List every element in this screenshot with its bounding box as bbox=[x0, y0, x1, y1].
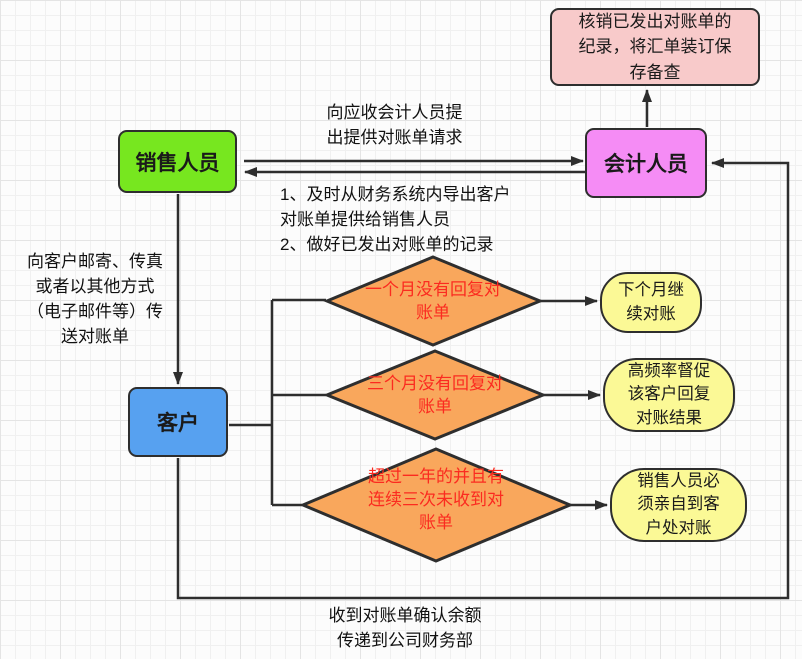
result2-label: 高频率督促 该客户回复 对账结果 bbox=[627, 361, 711, 427]
edge-label-send: 向客户邮寄、传真 或者以其他方式 （电子邮件等）传 送对账单 bbox=[27, 252, 163, 346]
decision1-label: 一个月没有回复对 账单 bbox=[365, 280, 501, 322]
node-accounting-person: 会计人员 bbox=[585, 128, 707, 198]
node-archive-note: 核销已发出对账单的 纪录，将汇单装订保 存备查 bbox=[550, 8, 760, 86]
decision2-diamond bbox=[323, 349, 547, 441]
result-visit-customer: 销售人员必 须亲自到客 户处对账 bbox=[610, 468, 747, 542]
node-customer: 客户 bbox=[128, 387, 228, 457]
node-customer-label: 客户 bbox=[157, 412, 199, 435]
node-accounting-label: 会计人员 bbox=[604, 153, 688, 176]
decision1-diamond bbox=[323, 255, 544, 347]
edge-label-request: 向应收会计人员提 出提供对账单请求 bbox=[326, 103, 463, 147]
result1-label: 下个月继 续对账 bbox=[618, 281, 684, 323]
node-archive-label: 核销已发出对账单的 纪录，将汇单装订保 存备查 bbox=[578, 11, 732, 82]
edge-label-confirm: 收到对账单确认余额 传递到公司财务部 bbox=[328, 606, 482, 650]
decision2-label: 三个月没有回复对 账单 bbox=[367, 374, 503, 416]
result-next-month: 下个月继 续对账 bbox=[600, 272, 702, 333]
edge-label-provide: 1、及时从财务系统内导出客户 对账单提供给销售人员 2、做好已发出对账单的记录 bbox=[280, 185, 511, 254]
decision3-diamond bbox=[299, 447, 574, 563]
node-sales-person: 销售人员 bbox=[118, 130, 237, 193]
result-urge-customer: 高频率督促 该客户回复 对账结果 bbox=[603, 358, 735, 432]
decision3-label: 超过一年的并且有 连续三次未收到对 账单 bbox=[368, 467, 504, 532]
result3-label: 销售人员必 须亲自到客 户处对账 bbox=[637, 471, 720, 537]
node-sales-label: 销售人员 bbox=[135, 151, 220, 175]
edge-customer-to-accounting-loop bbox=[176, 158, 790, 600]
